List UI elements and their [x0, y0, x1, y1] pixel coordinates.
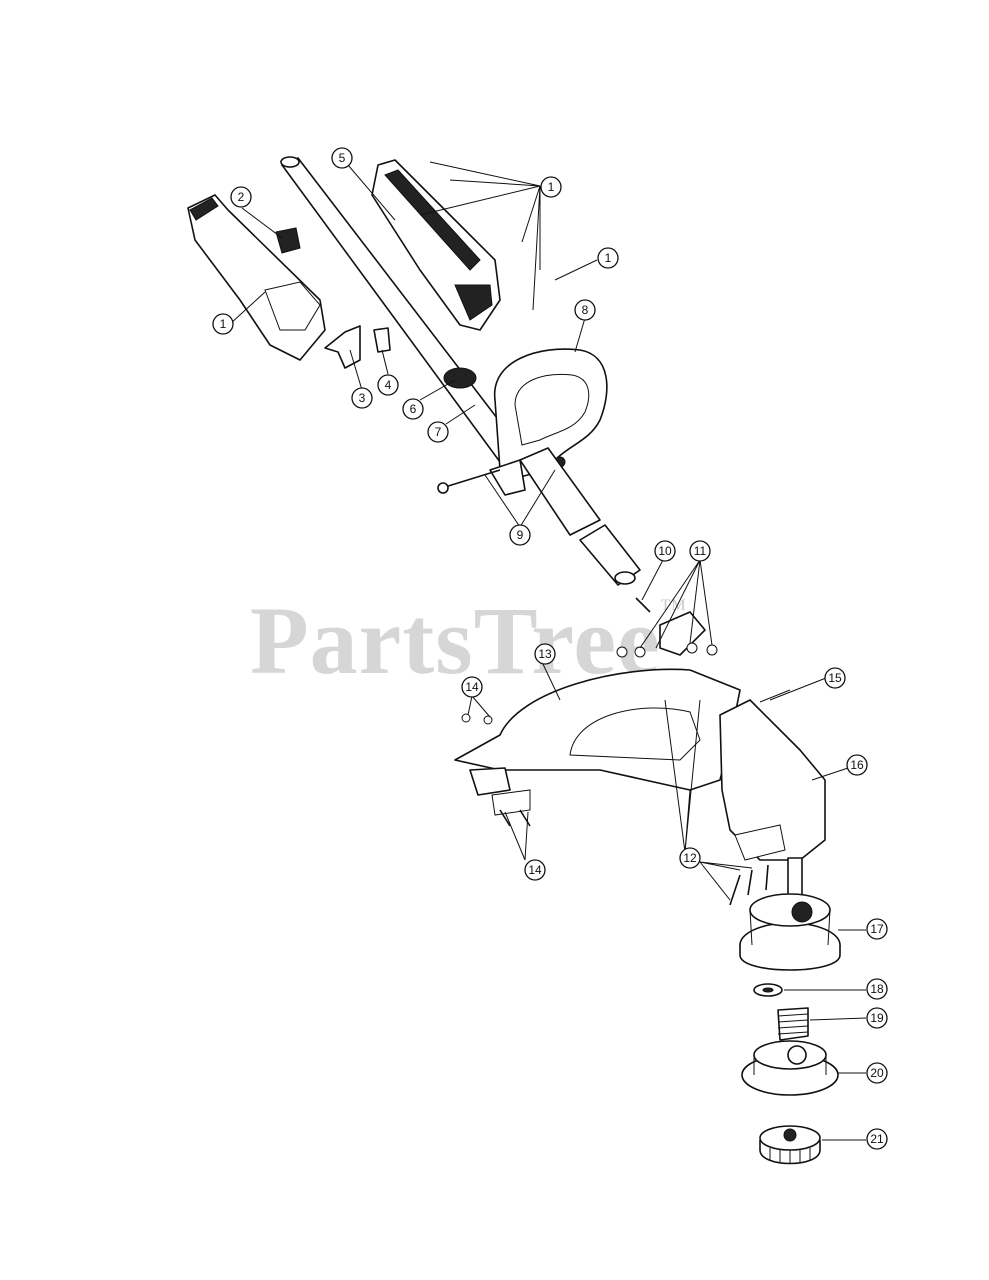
callout-20: 20 — [866, 1062, 888, 1084]
callout-2: 2 — [230, 186, 252, 208]
spool-housing — [739, 893, 841, 971]
callout-15: 15 — [824, 667, 846, 689]
watermark-text: PartsTree — [250, 587, 661, 694]
callout-5: 5 — [331, 147, 353, 169]
screws — [461, 713, 769, 906]
leader-lines — [229, 161, 867, 1141]
callout-9: 9 — [509, 524, 531, 546]
svg-text:15: 15 — [828, 671, 842, 685]
svg-text:14: 14 — [528, 863, 542, 877]
svg-text:21: 21 — [870, 1132, 884, 1146]
svg-text:10: 10 — [658, 544, 672, 558]
svg-text:1: 1 — [605, 251, 612, 265]
svg-text:18: 18 — [870, 982, 884, 996]
callout-21: 21 — [866, 1128, 888, 1150]
motor-housing — [719, 689, 826, 899]
svg-text:7: 7 — [435, 425, 442, 439]
bump-knob — [759, 1125, 821, 1165]
svg-text:9: 9 — [517, 528, 524, 542]
callout-18: 18 — [866, 978, 888, 1000]
callout-12: 12 — [679, 847, 701, 869]
trigger — [324, 325, 361, 369]
svg-text:1: 1 — [220, 317, 227, 331]
callout-16: 16 — [846, 754, 868, 776]
callout-7: 7 — [427, 421, 449, 443]
callout-13: 13 — [534, 643, 556, 665]
callout-4: 4 — [377, 374, 399, 396]
svg-text:2: 2 — [238, 190, 245, 204]
svg-text:6: 6 — [410, 402, 417, 416]
switch — [275, 227, 301, 254]
svg-text:1: 1 — [548, 180, 555, 194]
svg-text:17: 17 — [870, 922, 884, 936]
collar — [443, 367, 477, 389]
callout-1b: 1 — [597, 247, 619, 269]
callout-1a: 1 — [540, 176, 562, 198]
svg-text:14: 14 — [465, 680, 479, 694]
svg-text:16: 16 — [850, 758, 864, 772]
callout-14a: 14 — [461, 676, 483, 698]
callout-3: 3 — [351, 387, 373, 409]
watermark: PartsTreeTM — [250, 585, 687, 696]
grass-guard — [454, 668, 741, 816]
handle-housing-right — [371, 159, 501, 331]
svg-text:11: 11 — [694, 544, 707, 558]
callout-17: 17 — [866, 918, 888, 940]
svg-text:3: 3 — [359, 391, 366, 405]
svg-text:13: 13 — [538, 647, 552, 661]
callout-6: 6 — [402, 398, 424, 420]
callout-19: 19 — [866, 1007, 888, 1029]
washer — [753, 983, 783, 997]
clamp — [616, 597, 718, 658]
svg-text:8: 8 — [582, 303, 589, 317]
assist-handle — [489, 348, 608, 496]
svg-text:4: 4 — [385, 378, 392, 392]
svg-text:12: 12 — [683, 851, 697, 865]
lower-shaft-tube — [519, 447, 641, 586]
callout-14b: 14 — [524, 859, 546, 881]
spool — [741, 1040, 839, 1096]
callout-10: 10 — [654, 540, 676, 562]
spring-clip — [373, 327, 391, 353]
spool-spring — [777, 1007, 809, 1041]
callout-8: 8 — [574, 299, 596, 321]
svg-text:20: 20 — [870, 1066, 884, 1080]
svg-text:5: 5 — [339, 151, 346, 165]
svg-text:19: 19 — [870, 1011, 884, 1025]
handle-housing-left — [187, 194, 326, 361]
callout-11: 11 — [689, 540, 711, 562]
callout-1c: 1 — [212, 313, 234, 335]
